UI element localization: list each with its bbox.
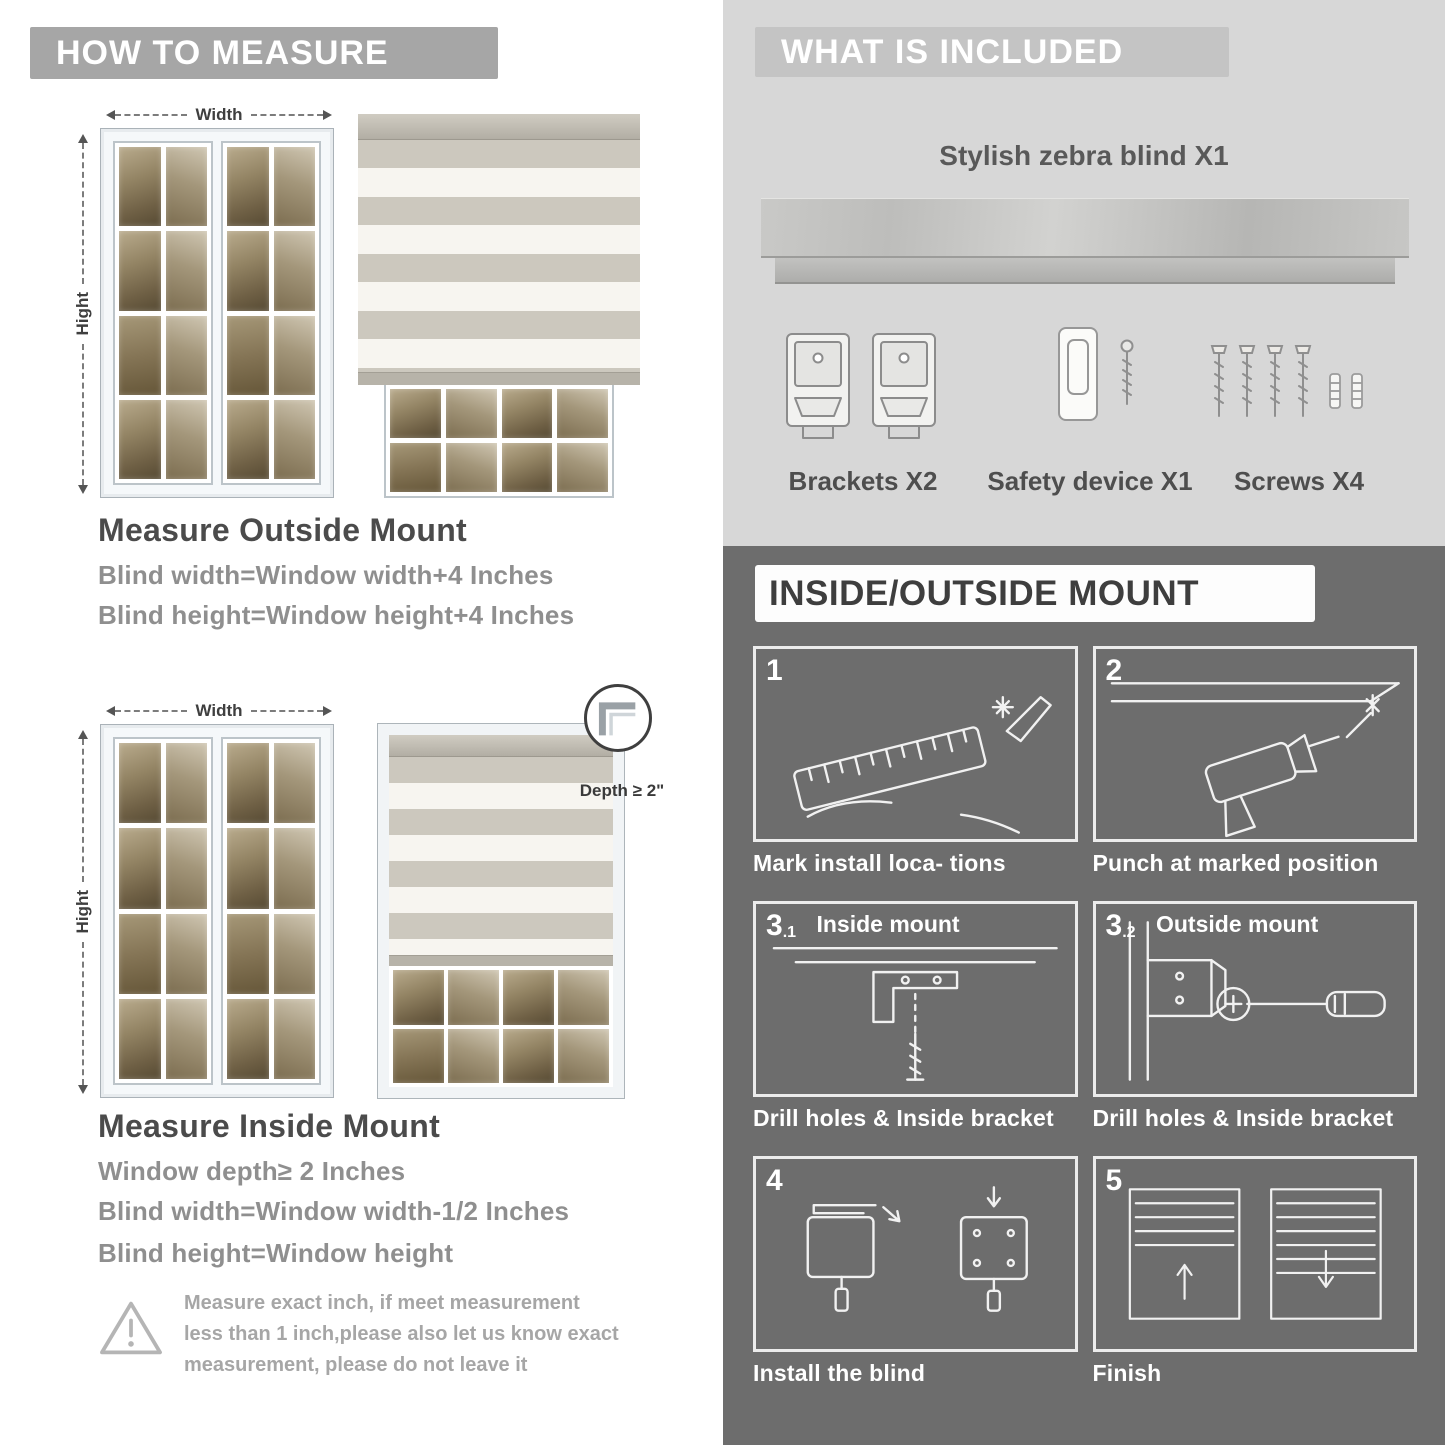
blind-cassette: [358, 114, 640, 140]
window-illustration-outside: Width Hight: [72, 100, 334, 498]
step-cell-5: 5: [1092, 1156, 1417, 1387]
step-caption: Drill holes & Inside bracket: [753, 1105, 1054, 1131]
depth-callout-circle: [584, 684, 652, 752]
brackets-icon: [786, 333, 936, 439]
outside-bracket-illustration: [1128, 921, 1386, 1081]
step-panel-1: 1: [753, 646, 1078, 842]
zebra-blind-illustration-outside: [358, 114, 640, 498]
screws-label: Screws X4: [1233, 466, 1365, 496]
step-panel-3-2: 3.2 Outside mount: [1092, 901, 1417, 1097]
height-arrow: Hight: [72, 730, 94, 1094]
blind-stripes: [389, 757, 613, 955]
blind-headrail-illustration: [761, 198, 1409, 258]
window-corner-icon: [598, 702, 636, 736]
width-label: Width: [195, 105, 243, 124]
outside-mount-line1: Blind width=Window width+4 Inches: [98, 560, 554, 590]
blind-stripes: [358, 140, 640, 372]
how-to-measure-header: HOW TO MEASURE: [30, 27, 498, 79]
step-cell-4: 4: [753, 1156, 1078, 1387]
step-caption: Finish: [1092, 1360, 1162, 1386]
safety-device-icon: [1058, 327, 1134, 421]
blind-cassette: [389, 735, 613, 757]
step-cell-3-2: 3.2 Outside mount: [1092, 901, 1417, 1132]
step-panel-5: 5: [1092, 1156, 1417, 1352]
what-is-included-section: WHAT IS INCLUDED Stylish zebra blind X1: [723, 0, 1445, 546]
step-number: 4: [766, 1164, 783, 1197]
blind-bottom-rail: [358, 372, 640, 385]
warning-text: Measure exact inch, if meet measurement …: [184, 1292, 619, 1376]
mark-locations-illustration: [793, 696, 1052, 834]
outside-mount-line2: Blind height=Window height+4 Inches: [98, 600, 575, 630]
step-number: 3.1 Inside mount: [766, 909, 960, 942]
window-frame: [100, 724, 334, 1098]
drill-position-illustration: [1110, 682, 1400, 838]
window-sash: [221, 141, 321, 485]
brackets-label: Brackets X2: [788, 466, 938, 496]
how-to-measure-section: HOW TO MEASURE Width Hight: [30, 27, 665, 1381]
step-caption: Mark install loca- tions: [753, 850, 1006, 876]
blind-headrail-lower-bar: [775, 258, 1395, 284]
window-sash: [221, 737, 321, 1085]
inside-mount-line3: Blind height=Window height: [98, 1238, 454, 1268]
height-arrow: Hight: [72, 134, 94, 494]
step-cell-3-1: 3.1 Inside mount: [753, 901, 1078, 1132]
step-number: 2: [1105, 654, 1123, 687]
step-cell-2: 2: [1092, 646, 1417, 877]
step-caption: Install the blind: [753, 1360, 926, 1386]
window-sash: [113, 737, 213, 1085]
step-number: 3.2 Outside mount: [1105, 909, 1319, 942]
zebra-blind-illustration-inside: [377, 723, 625, 1099]
width-label: Width: [195, 701, 243, 720]
step-caption: Punch at marked position: [1092, 850, 1379, 876]
window-sash: [113, 141, 213, 485]
window-illustration-inside: Width Hight: [72, 696, 334, 1098]
product-name: Stylish zebra blind X1: [939, 140, 1229, 171]
inside-mount-title: Measure Inside Mount: [98, 1108, 441, 1144]
measure-warning: Measure exact inch, if meet measurement …: [98, 1288, 638, 1381]
height-label: Hight: [73, 890, 92, 934]
mount-instructions-section: INSIDE/OUTSIDE MOUNT 1: [723, 546, 1445, 1445]
blind-bottom-rail: [389, 955, 613, 966]
install-blind-illustration: [806, 1186, 1028, 1312]
window-frame: [100, 128, 334, 498]
depth-callout-label: Depth ≥ 2": [579, 781, 665, 800]
width-arrow: Width: [106, 700, 332, 722]
screws-icon: [1211, 345, 1363, 417]
step-number: 5: [1105, 1164, 1123, 1197]
warning-triangle-icon: [100, 1301, 162, 1355]
finish-illustration: [1128, 1188, 1382, 1320]
step-cell-1: 1: [753, 646, 1078, 877]
step-panel-3-1: 3.1 Inside mount: [753, 901, 1078, 1097]
window-below-blind: [389, 966, 613, 1087]
height-label: Hight: [73, 292, 92, 336]
step-panel-2: 2: [1092, 646, 1417, 842]
step-caption: Drill holes & Inside bracket: [1092, 1105, 1394, 1131]
outside-mount-title: Measure Outside Mount: [98, 512, 468, 548]
step-number: 1: [766, 654, 783, 687]
mount-steps-grid: 1: [753, 646, 1417, 1387]
width-arrow: Width: [106, 104, 332, 126]
window-below-blind: [384, 385, 614, 498]
inside-mount-line2: Blind width=Window width-1/2 Inches: [98, 1196, 570, 1226]
inside-bracket-illustration: [772, 947, 1058, 1081]
safety-device-label: Safety device X1: [987, 466, 1193, 496]
inside-mount-line1: Window depth≥ 2 Inches: [98, 1156, 406, 1186]
mount-header: INSIDE/OUTSIDE MOUNT: [755, 565, 1315, 622]
what-is-included-header: WHAT IS INCLUDED: [755, 27, 1229, 77]
step-panel-4: 4: [753, 1156, 1078, 1352]
